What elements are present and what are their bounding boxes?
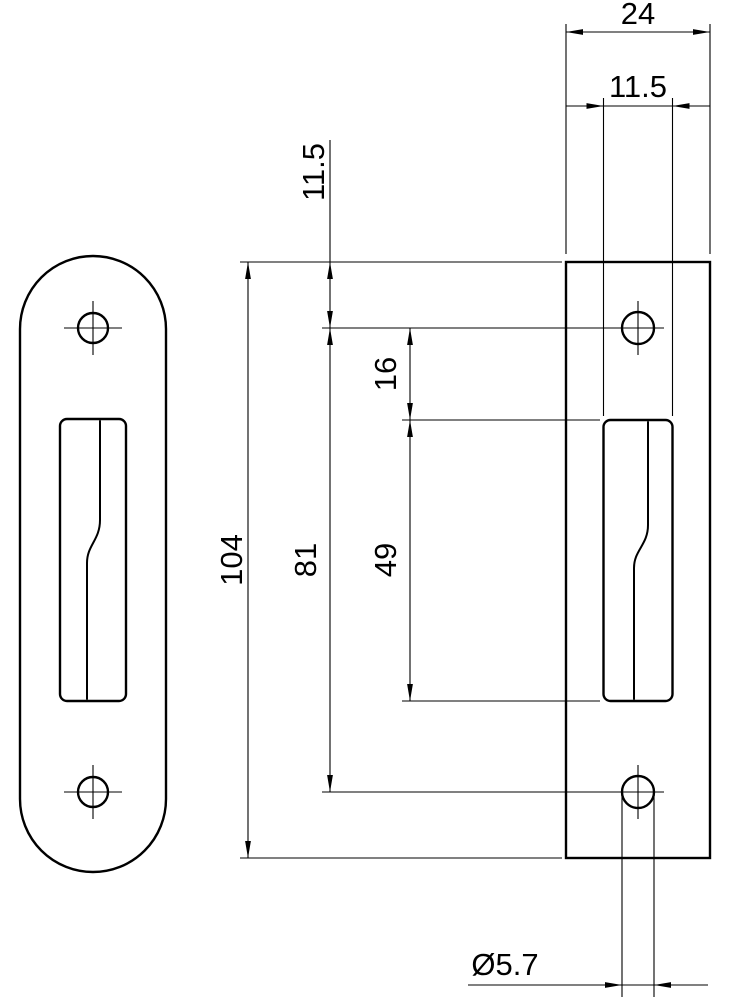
dim-label-slot-length: 49: [368, 543, 403, 577]
left-plate-outline: [18, 254, 168, 874]
dim-hole-spacing: 81: [288, 327, 664, 793]
dim-label-plate-length: 104: [214, 534, 249, 586]
dim-hole-diameter: Ø5.7: [468, 794, 708, 997]
dim-label-slot-width: 11.5: [609, 69, 667, 104]
dim-hole-to-slot: 16: [368, 328, 413, 420]
dim-plate-length: 104: [214, 261, 562, 859]
right-slot-curve-edge: [633, 421, 649, 700]
dim-label-plate-width: 24: [621, 0, 655, 31]
left-view-rounded-plate: [18, 254, 168, 874]
dim-label-hole-diameter: Ø5.7: [471, 947, 538, 982]
right-latch-slot: [602, 418, 674, 703]
dim-slot-length: 49: [368, 419, 600, 702]
dim-label-hole-to-slot: 16: [368, 357, 403, 391]
dim-top-edge-to-hole: 11.5: [296, 140, 333, 328]
dim-plate-width: 24: [565, 0, 711, 254]
dim-label-hole-spacing: 81: [288, 543, 323, 577]
left-slot-curve-edge: [86, 420, 101, 700]
dim-label-top-edge-to-hole: 11.5: [296, 143, 331, 201]
right-plate-outline: [564, 260, 712, 860]
dim-slot-width: 11.5: [566, 69, 710, 416]
left-latch-slot: [58, 417, 128, 703]
right-view-square-plate: [564, 260, 712, 860]
